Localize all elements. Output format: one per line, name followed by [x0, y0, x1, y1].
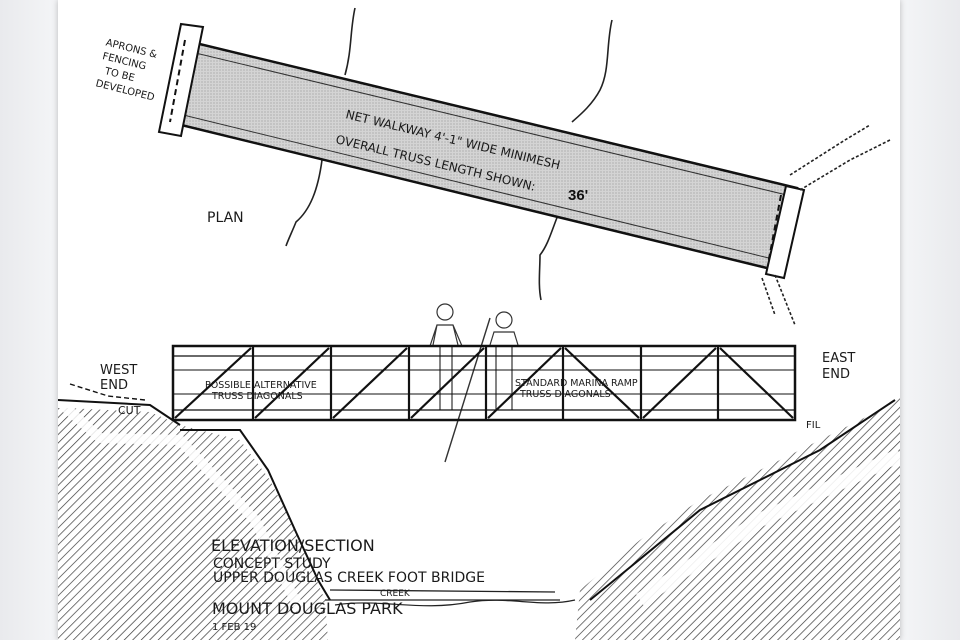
cut-label: CUT — [118, 404, 141, 417]
plan-creek-line-left — [285, 7, 356, 247]
elevation-truss — [171, 344, 797, 422]
ravine-section — [58, 398, 900, 640]
right-truss-note-line-2: TRUSS DIAGONALS — [519, 389, 611, 400]
plan-abutment-lines — [761, 124, 891, 326]
title-line-2: CONCEPT STUDY — [213, 556, 331, 572]
bridge-drawing: NET WALKWAY 4'-1" WIDE MINIMESH OVERALL … — [58, 7, 900, 640]
left-truss-note-line-2: TRUSS DIAGONALS — [211, 391, 303, 402]
east-end-line-1: EAST — [822, 351, 855, 366]
left-truss-note: POSSIBLE ALTERNATIVE TRUSS DIAGONALS — [205, 380, 317, 402]
west-end-line-2: END — [100, 378, 128, 393]
title-line-4: MOUNT DOUGLAS PARK — [212, 599, 403, 618]
aprons-note: APRONS & FENCING TO BE DEVELOPED — [94, 38, 158, 104]
title-date: 1 FEB 19 — [212, 622, 256, 633]
west-end-line-1: WEST — [100, 363, 137, 378]
plan-label: PLAN — [207, 210, 244, 226]
west-grade-line — [69, 383, 146, 401]
drawing-sheet: NET WALKWAY 4'-1" WIDE MINIMESH OVERALL … — [58, 0, 900, 640]
fill-label: FIL — [806, 420, 821, 431]
plan-walkway — [157, 22, 806, 280]
right-truss-note-line-1: STANDARD MARINA RAMP — [515, 378, 638, 389]
east-end-label: EAST END — [822, 351, 855, 382]
title-line-3: UPPER DOUGLAS CREEK FOOT BRIDGE — [213, 570, 485, 586]
title-block: ELEVATION/SECTION CONCEPT STUDY UPPER DO… — [211, 536, 485, 633]
pedestrian-figures — [429, 303, 519, 463]
title-line-1: ELEVATION/SECTION — [211, 536, 375, 555]
left-truss-note-line-1: POSSIBLE ALTERNATIVE — [205, 380, 317, 391]
west-end-label: WEST END — [100, 363, 137, 393]
right-background-margin — [900, 0, 960, 640]
creek-label: CREEK — [380, 589, 411, 599]
right-truss-note: STANDARD MARINA RAMP TRUSS DIAGONALS — [515, 378, 638, 400]
east-end-line-2: END — [822, 367, 850, 382]
left-background-margin — [0, 0, 58, 640]
truss-length-value: 36' — [568, 187, 588, 204]
plan-creek-line-right — [538, 19, 613, 301]
